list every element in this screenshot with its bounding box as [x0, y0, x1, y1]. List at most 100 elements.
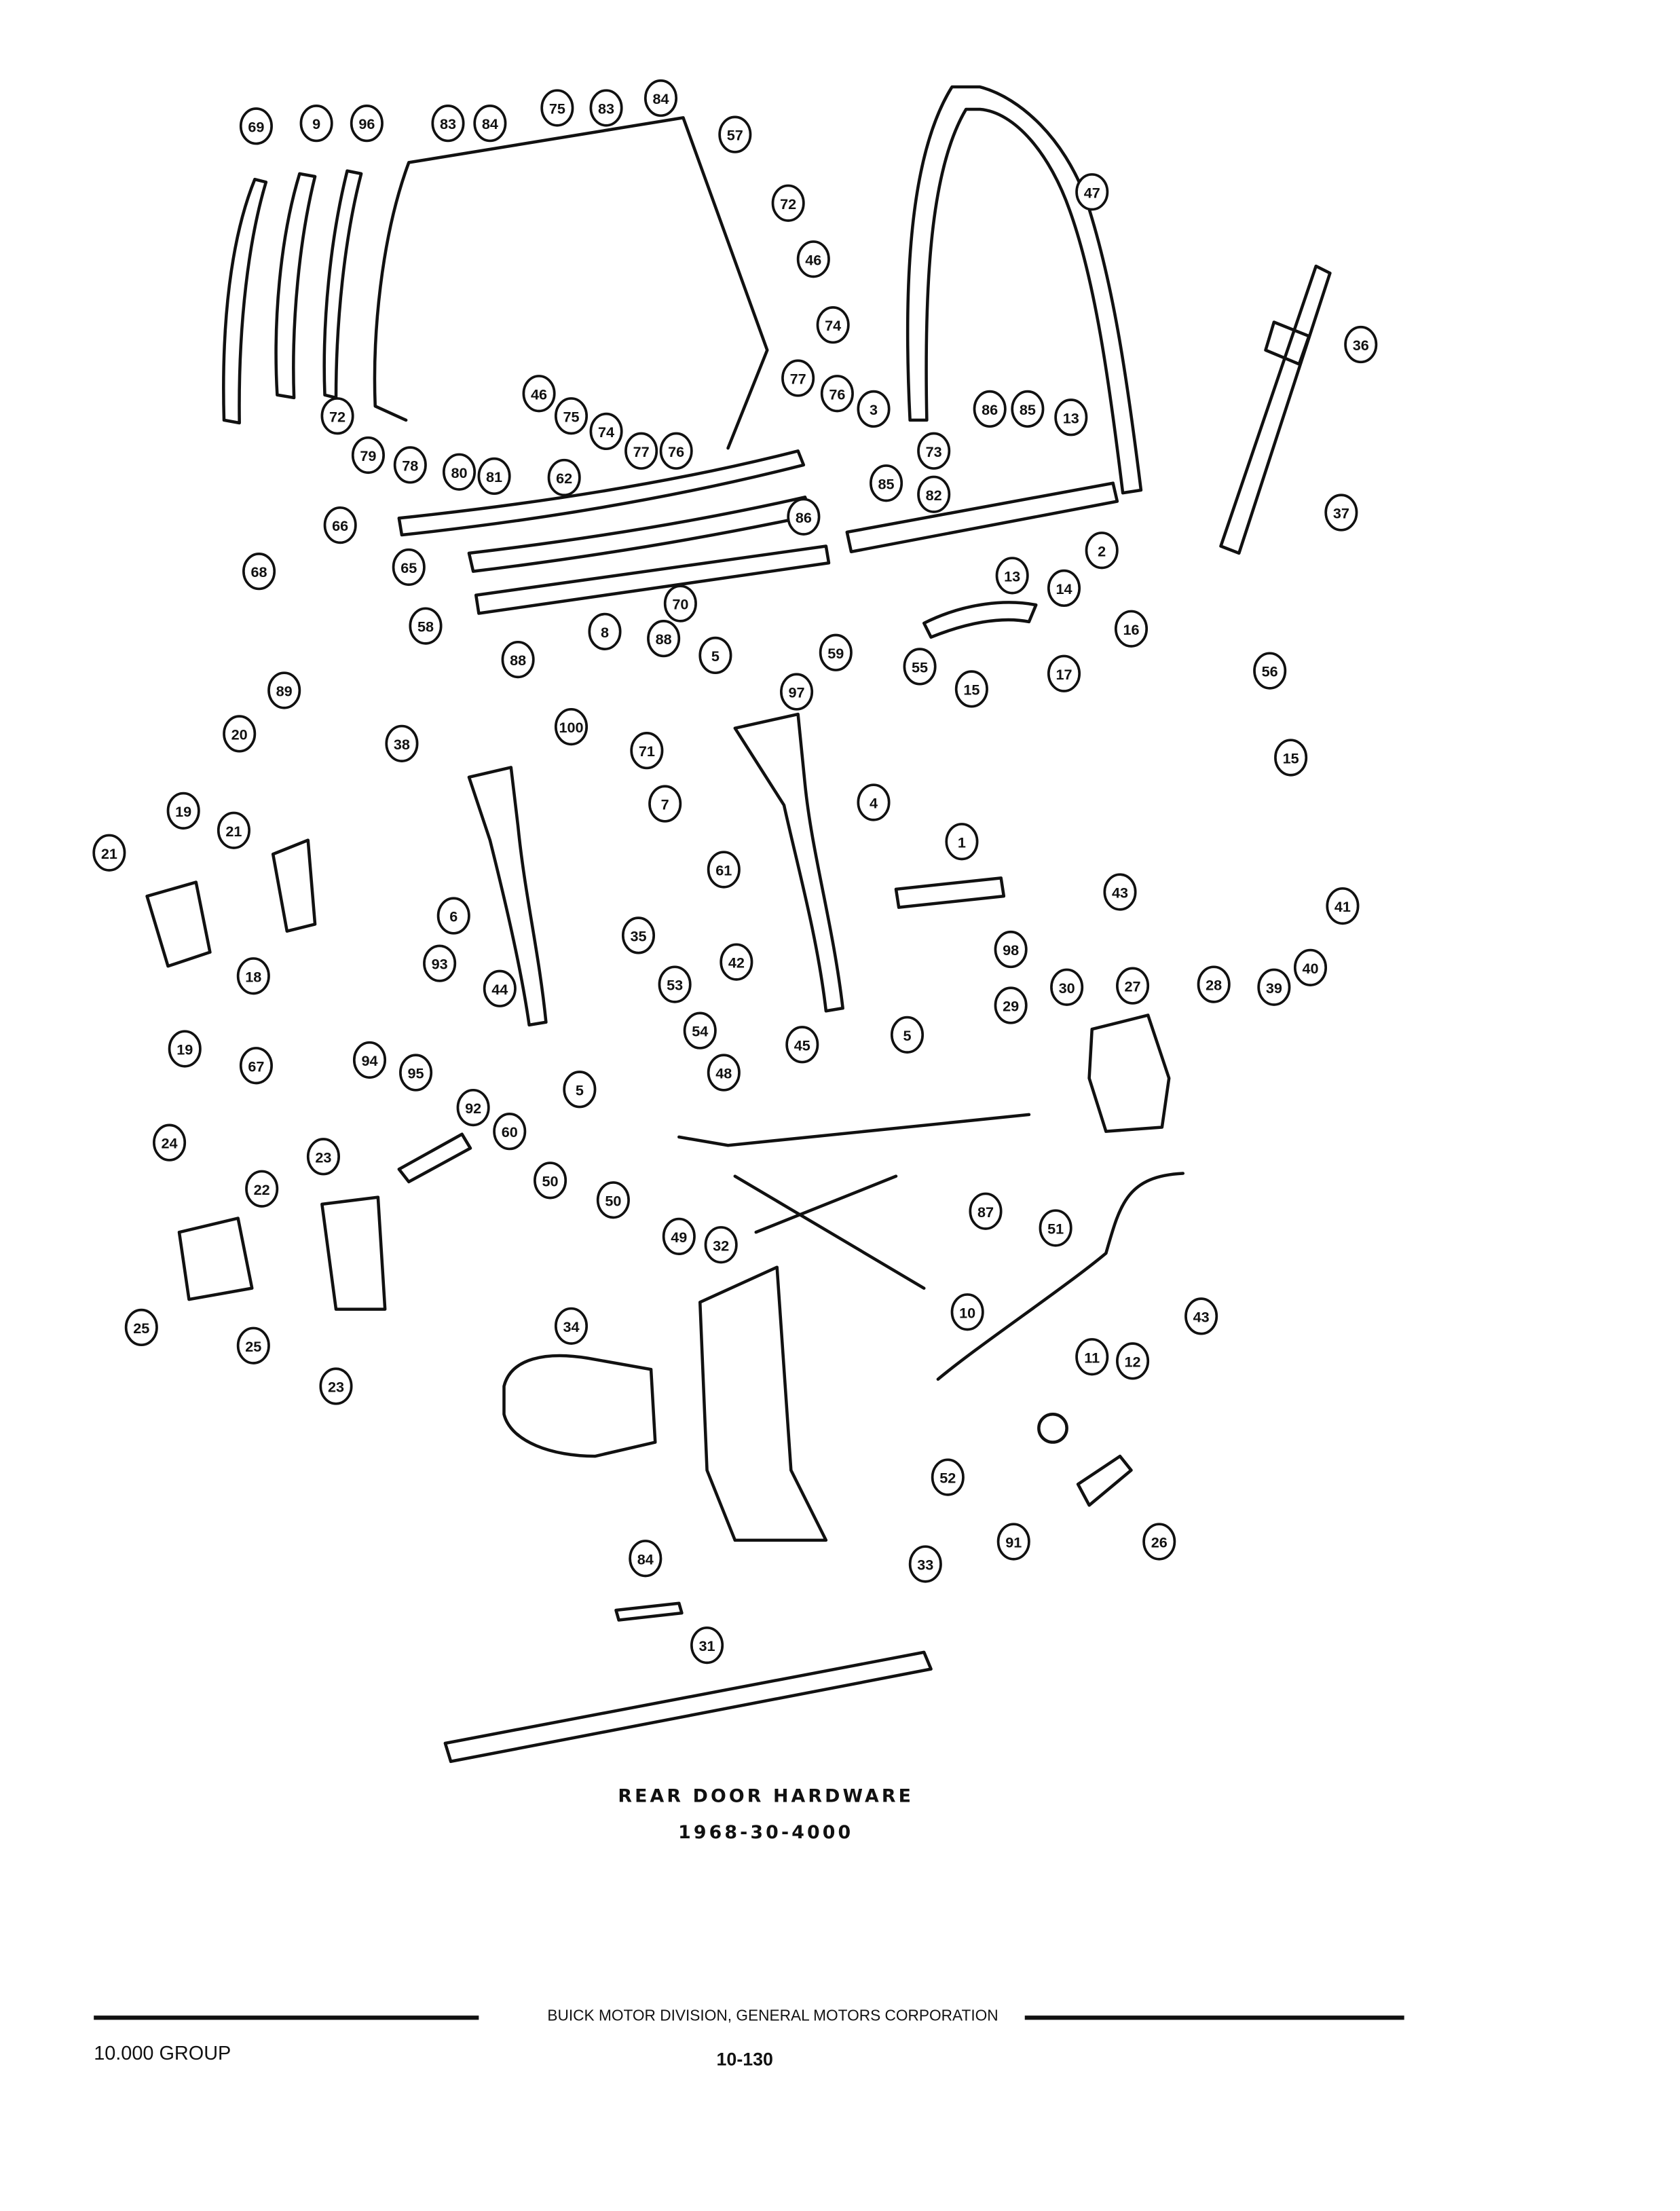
- callout-31: 31: [690, 1626, 724, 1665]
- callout-number: 5: [711, 648, 720, 665]
- callout-circle: [996, 1523, 1030, 1561]
- callout-number: 20: [231, 726, 248, 743]
- callout-100: 100: [554, 707, 589, 746]
- callout-circle: [931, 1458, 965, 1496]
- callout-circle: [1075, 173, 1109, 211]
- callout-circle: [973, 390, 1007, 428]
- callout-35: 35: [621, 916, 656, 954]
- callout-circle: [1114, 610, 1149, 648]
- callout-82: 82: [917, 475, 951, 513]
- callout-circle: [596, 1181, 630, 1219]
- callout-84: 84: [643, 79, 678, 117]
- callout-circle: [707, 1054, 741, 1092]
- callout-number: 25: [133, 1320, 149, 1337]
- callout-number: 67: [248, 1058, 264, 1075]
- callout-circle: [624, 432, 658, 470]
- channel-2: [845, 481, 1119, 554]
- callout-circle: [477, 457, 511, 496]
- glass-guide-6: [467, 766, 548, 1027]
- callout-circle: [522, 375, 556, 413]
- callout-19: 19: [168, 1030, 202, 1068]
- callout-number: 17: [1056, 666, 1072, 683]
- callout-39: 39: [1257, 968, 1291, 1006]
- callout-number: 29: [1003, 998, 1019, 1015]
- callout-number: 56: [1262, 663, 1278, 680]
- control-rod-51: [936, 1172, 1185, 1381]
- callout-number: 9: [312, 115, 320, 132]
- callout-number: 16: [1123, 621, 1139, 638]
- callout-36: 36: [1344, 325, 1378, 364]
- callout-circle: [493, 1113, 527, 1151]
- callout-number: 79: [360, 447, 376, 464]
- callout-circle: [771, 184, 805, 222]
- callout-number: 51: [1047, 1221, 1064, 1238]
- callout-circle: [662, 1217, 696, 1255]
- callout-number: 19: [175, 803, 191, 820]
- callout-94: 94: [352, 1041, 387, 1079]
- callout-68: 68: [242, 553, 276, 591]
- callout-18: 18: [236, 957, 270, 995]
- control-rod-48: [677, 1113, 1031, 1147]
- callout-69: 69: [239, 107, 273, 145]
- callout-circle: [1184, 1297, 1218, 1335]
- callout-38: 38: [385, 724, 419, 762]
- callout-95: 95: [399, 1054, 433, 1092]
- callout-83: 83: [589, 89, 623, 127]
- callout-circle: [245, 1170, 279, 1208]
- callout-73: 73: [917, 432, 951, 470]
- callout-86: 86: [787, 498, 821, 536]
- belt-strip-65: [467, 496, 814, 573]
- callout-54: 54: [683, 1011, 717, 1049]
- belt-strip-66: [397, 449, 806, 537]
- callout-26: 26: [1142, 1523, 1176, 1561]
- callout-number: 50: [542, 1172, 559, 1189]
- callout-74: 74: [589, 412, 623, 451]
- callout-67: 67: [239, 1047, 273, 1085]
- callout-number: 15: [1283, 750, 1299, 767]
- callout-number: 26: [1151, 1534, 1168, 1551]
- callout-28: 28: [1197, 965, 1231, 1003]
- callout-number: 49: [671, 1229, 687, 1246]
- callout-circle: [857, 783, 891, 821]
- callout-5: 5: [698, 636, 732, 675]
- callout-50: 50: [534, 1162, 567, 1200]
- glass-guide-4: [733, 712, 844, 1013]
- callout-number: 91: [1005, 1534, 1022, 1551]
- callout-circle: [319, 1367, 353, 1405]
- callout-number: 46: [531, 386, 547, 403]
- callout-circle: [903, 648, 937, 686]
- diagram-title: REAR DOOR HARDWARE: [618, 1786, 914, 1807]
- callout-43: 43: [1103, 873, 1137, 911]
- callout-circle: [917, 475, 951, 513]
- callout-circle: [534, 1162, 567, 1200]
- callout-circle: [954, 670, 988, 708]
- callout-circle: [698, 636, 732, 675]
- callout-circle: [648, 785, 682, 823]
- window-regulator-32: [698, 1265, 828, 1542]
- callout-number: 87: [977, 1204, 994, 1221]
- callout-number: 66: [332, 517, 348, 534]
- callout-number: 40: [1302, 960, 1318, 977]
- callout-number: 28: [1206, 977, 1222, 994]
- callout-circle: [223, 715, 257, 753]
- callout-number: 97: [789, 684, 805, 701]
- weatherstrip-9: [274, 172, 317, 400]
- callout-number: 30: [1059, 980, 1075, 997]
- callout-circle: [392, 548, 426, 587]
- callout-number: 36: [1353, 337, 1369, 354]
- callout-88: 88: [647, 620, 681, 658]
- callout-number: 86: [796, 509, 812, 526]
- callout-48: 48: [707, 1054, 741, 1092]
- callout-circle: [1197, 965, 1231, 1003]
- callout-number: 74: [825, 317, 841, 334]
- callout-number: 75: [563, 408, 579, 425]
- callout-number: 68: [251, 563, 267, 580]
- callout-circle: [306, 1138, 340, 1176]
- callout-15: 15: [954, 670, 988, 708]
- callout-13: 13: [995, 557, 1029, 595]
- callout-circle: [720, 943, 753, 981]
- callout-circle: [423, 944, 457, 982]
- callout-53: 53: [658, 965, 692, 1003]
- callout-circle: [1257, 968, 1291, 1006]
- callout-74: 74: [816, 306, 850, 344]
